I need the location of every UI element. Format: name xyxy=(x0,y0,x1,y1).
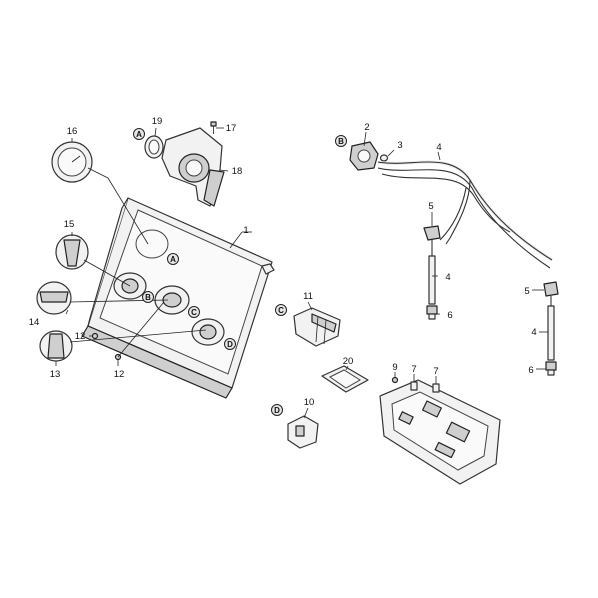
tube-4b xyxy=(428,255,436,305)
label-11: 11 xyxy=(303,291,313,302)
standoff-7b xyxy=(432,383,440,393)
screw-9 xyxy=(391,376,399,384)
label-6b: 6 xyxy=(528,365,533,376)
label-4a: 4 xyxy=(436,142,441,153)
label-7a: 7 xyxy=(411,364,416,375)
label-3: 3 xyxy=(397,140,402,151)
ref-d-switch: D xyxy=(271,404,283,416)
knob-13 xyxy=(39,330,73,362)
screw-12a xyxy=(91,332,99,340)
label-13: 13 xyxy=(50,369,61,380)
tube-4c xyxy=(547,305,555,361)
ref-d-panel: D xyxy=(224,338,236,350)
ref-b-panel: B xyxy=(142,291,154,303)
ref-a-panel: A xyxy=(167,253,179,265)
o-ring-3 xyxy=(379,154,389,162)
svg-text:D: D xyxy=(227,340,233,349)
label-15: 15 xyxy=(64,219,75,230)
svg-text:B: B xyxy=(145,293,151,302)
svg-text:C: C xyxy=(191,308,197,317)
cap-6b xyxy=(545,361,557,376)
svg-text:C: C xyxy=(278,306,284,315)
ref-c-panel: C xyxy=(188,306,200,318)
label-5a: 5 xyxy=(428,201,433,212)
label-20: 20 xyxy=(343,356,354,367)
screw-17 xyxy=(210,121,217,134)
tube-bundle-4 xyxy=(377,160,553,269)
circuit-board xyxy=(379,379,501,485)
label-9: 9 xyxy=(392,362,397,373)
gauge-component xyxy=(51,141,93,183)
svg-text:A: A xyxy=(136,130,142,139)
label-16: 16 xyxy=(67,126,78,137)
svg-text:B: B xyxy=(338,137,344,146)
label-14: 14 xyxy=(29,317,40,328)
connector-5b xyxy=(543,281,559,306)
label-4b: 4 xyxy=(445,272,450,283)
label-6a: 6 xyxy=(447,310,452,321)
svg-text:D: D xyxy=(274,406,280,415)
label-12a: 12 xyxy=(75,331,86,342)
knob-14 xyxy=(36,281,72,315)
motor-11 xyxy=(293,307,341,347)
label-18: 18 xyxy=(232,166,243,177)
ref-b-top: B xyxy=(335,135,347,147)
ref-a-top: A xyxy=(133,128,145,140)
label-19: 19 xyxy=(152,116,163,127)
label-2: 2 xyxy=(364,122,369,133)
ref-c-motor: C xyxy=(275,304,287,316)
sensor-2 xyxy=(349,141,379,171)
gasket-ring-19 xyxy=(144,135,164,159)
connector-5a xyxy=(423,225,441,256)
cap-6a xyxy=(426,305,438,320)
label-10: 10 xyxy=(304,397,315,408)
label-4c: 4 xyxy=(531,327,536,338)
label-5b: 5 xyxy=(524,286,529,297)
part-number-labels: 1 2 3 4 4 4 5 5 6 6 7 7 9 10 11 12 12 13… xyxy=(29,116,537,408)
label-7b: 7 xyxy=(433,366,438,377)
pad-20 xyxy=(321,365,369,393)
standoff-7a xyxy=(410,381,418,391)
label-1: 1 xyxy=(243,225,248,236)
label-12b: 12 xyxy=(114,369,125,380)
svg-text:A: A xyxy=(170,255,176,264)
reference-callouts: A A B B C C D D xyxy=(133,128,347,416)
switch-10 xyxy=(287,415,319,449)
label-17: 17 xyxy=(226,123,237,134)
housing-18 xyxy=(161,127,225,207)
knob-15 xyxy=(55,234,89,270)
